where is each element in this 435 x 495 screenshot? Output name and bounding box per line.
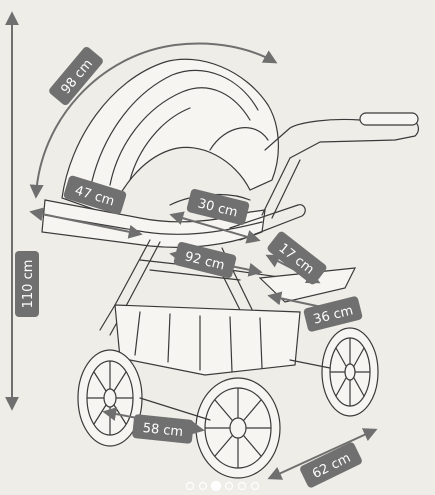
bumper-bar (229, 204, 306, 241)
carousel-dot[interactable] (250, 481, 260, 491)
wheel-rear (77, 349, 143, 447)
bassinet-length-label: 47 cm (63, 175, 127, 215)
canopy-arc-dimension-line (29, 42, 278, 199)
bassinet-length-dimension-line (29, 207, 143, 239)
carousel-pagination (185, 480, 260, 492)
height-label: 110 cm (15, 251, 39, 317)
bassinet-width-dimension-line (169, 211, 261, 244)
carousel-dot[interactable] (224, 481, 234, 491)
handlebar-grip (359, 112, 419, 126)
wheel-rear-main (195, 377, 281, 479)
svg-text:58 cm: 58 cm (142, 421, 184, 440)
carousel-dot[interactable] (185, 481, 195, 491)
wheel-front (321, 327, 379, 417)
svg-text:110 cm: 110 cm (21, 260, 36, 309)
wheelbase-dimension-line (267, 428, 378, 480)
carousel-dot[interactable] (210, 480, 222, 492)
wheel-track-label: 58 cm (132, 414, 194, 444)
carousel-dot[interactable] (198, 481, 208, 491)
wheelbase-label: 62 cm (300, 442, 362, 488)
carousel-dot[interactable] (237, 481, 247, 491)
footrest-width-label: 36 cm (303, 296, 363, 332)
shopping-basket (114, 304, 301, 376)
basket-mesh (134, 311, 263, 373)
